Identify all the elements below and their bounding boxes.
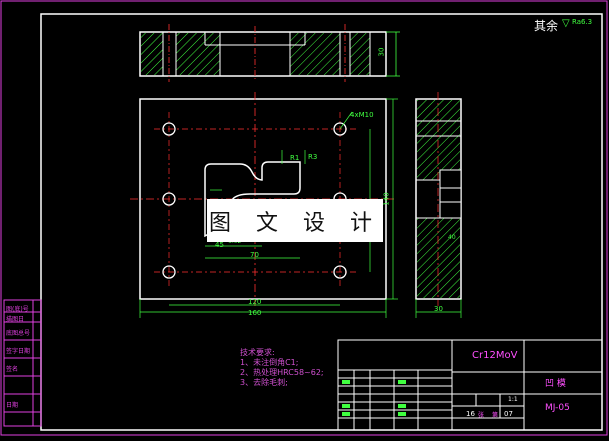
drawing-frame bbox=[40, 13, 603, 431]
title-block-markers bbox=[342, 380, 406, 416]
side-binding-table bbox=[3, 299, 42, 427]
top-section-view bbox=[139, 24, 400, 82]
plan-view bbox=[130, 92, 398, 318]
side-section-view bbox=[415, 92, 462, 318]
title-block bbox=[337, 339, 603, 431]
